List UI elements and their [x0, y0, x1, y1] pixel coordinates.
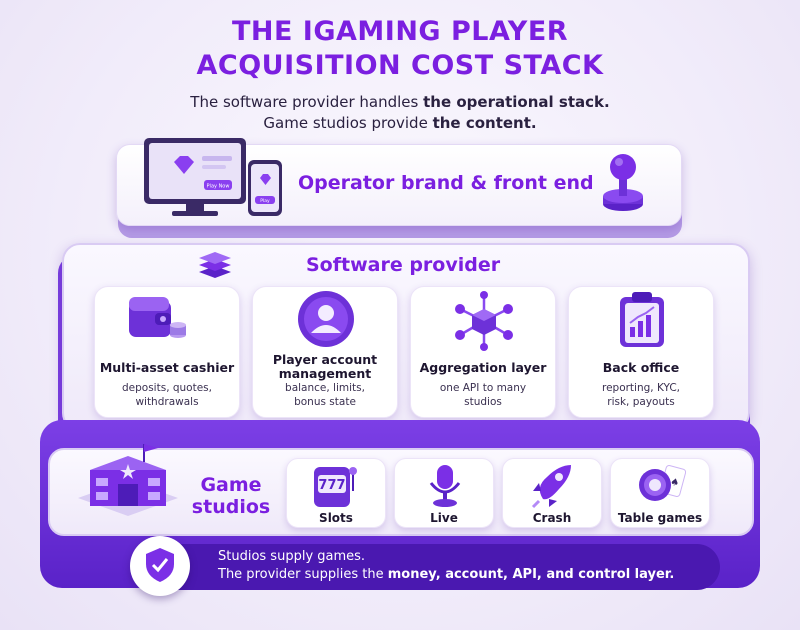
rocket-icon: [531, 465, 571, 509]
layers-icon: [199, 252, 231, 278]
footer-line-2-text: The provider supplies the: [218, 567, 388, 582]
game-card-live: Live: [394, 458, 494, 528]
card-desc: one API to many studios: [439, 382, 527, 408]
footer-line-2-bold: money, account, API, and control layer.: [387, 567, 675, 582]
card-multi-asset-cashier: Multi-asset cashier deposits, quotes, wi…: [94, 286, 240, 418]
card-back-office: Back office reporting, KYC, risk, payout…: [568, 286, 714, 418]
game-studios-label: Game studios: [191, 474, 271, 518]
card-title: Aggregation layer: [419, 360, 547, 375]
subtitle-line-2-text: Game studios provide: [263, 114, 433, 132]
card-title: Player account management: [272, 352, 378, 381]
studio-building-icon: [78, 444, 178, 516]
card-aggregation-layer: Aggregation layer one API to many studio…: [410, 286, 556, 418]
microphone-icon: [429, 465, 461, 507]
operator-label: Operator brand & front end: [298, 172, 594, 194]
software-provider-label: Software provider: [306, 254, 501, 276]
phone-play-text: Play: [260, 198, 270, 204]
user-icon: [298, 291, 354, 347]
subtitle-line-2: Game studios provide the content.: [0, 113, 800, 134]
card-title: Back office: [602, 360, 680, 375]
card-player-account-management: Player account management balance, limit…: [252, 286, 398, 418]
slot-reels-text: 777: [318, 478, 345, 493]
svg-text:♠: ♠: [669, 476, 681, 489]
card-title: Multi-asset cashier: [99, 360, 235, 375]
game-card-slots: 777 Slots: [286, 458, 386, 528]
title-line-1: THE IGAMING PLAYER: [231, 16, 569, 47]
desktop-play-now-text: Play Now: [207, 184, 230, 190]
game-label: Table games: [617, 511, 703, 525]
subtitle-line-1-text: The software provider handles: [190, 93, 424, 111]
footer-line-1: Studios supply games.: [218, 549, 366, 564]
card-desc: deposits, quotes, withdrawals: [122, 382, 212, 408]
footer-line-2: The provider supplies the money, account…: [218, 567, 674, 582]
subtitle-line-1-bold: the operational stack.: [423, 93, 610, 111]
game-card-table-games: ♠ Table games: [610, 458, 710, 528]
card-desc: reporting, KYC, risk, payouts: [601, 382, 680, 408]
shield-check-icon: [146, 548, 174, 582]
game-label: Live: [430, 511, 458, 525]
clipboard-chart-icon: [620, 292, 664, 347]
game-label: Slots: [319, 511, 353, 525]
monitor-phone-icon: Play Now Play: [144, 138, 282, 216]
game-label: Crash: [532, 511, 572, 525]
joystick-pawn-icon: [603, 154, 643, 211]
card-desc: balance, limits, bonus state: [285, 382, 365, 408]
subtitle-line-1: The software provider handles the operat…: [0, 92, 800, 113]
subtitle-line-2-bold: the content.: [432, 114, 537, 132]
slot-machine-icon: 777: [314, 467, 357, 507]
title-line-2: ACQUISITION COST STACK: [196, 50, 604, 81]
footer-banner: [130, 544, 720, 590]
wallet-icon: [129, 297, 186, 338]
shield-badge: [130, 536, 190, 596]
network-cube-icon: [455, 291, 513, 351]
poker-chip-cards-icon: ♠: [639, 465, 687, 501]
game-card-crash: Crash: [502, 458, 602, 528]
